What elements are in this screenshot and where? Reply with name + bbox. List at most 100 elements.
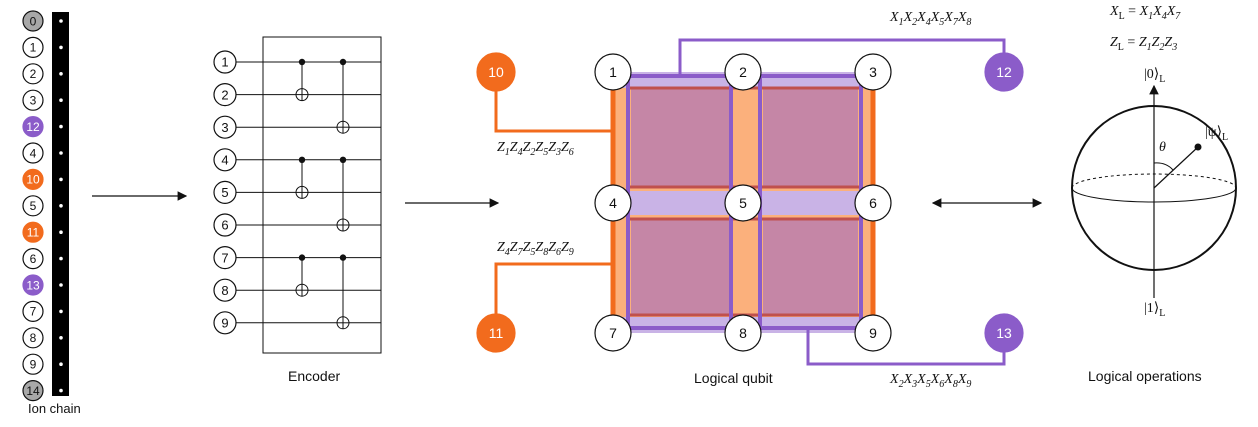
ion-11-text: 11 [27,226,40,240]
ancilla-12: 12 [984,52,1024,92]
ion-8: 8 [22,327,44,349]
stabilizer-z-top: Z1Z4Z2Z5Z3Z6 [497,140,574,158]
ion-10-text: 10 [26,173,40,187]
ion-dot [59,230,63,234]
data-qubit-8-text: 8 [739,325,747,341]
cnot-gate [295,156,309,199]
data-qubit-9-text: 9 [869,325,877,341]
ket-zero-label: |0⟩L [1144,67,1166,85]
data-qubit-5: 5 [724,184,762,222]
logical-x-operator: XL = X1X4X7 [1110,4,1181,22]
ancilla-13-line [806,328,1006,366]
encoder-qubit-7-text: 7 [221,250,228,265]
data-qubit-2-text: 2 [739,64,747,80]
ion-dot [59,388,63,393]
ket-one-label: |1⟩L [1144,301,1166,319]
data-qubit-3: 3 [854,53,892,91]
data-qubit-1: 1 [594,53,632,91]
state-point [1194,143,1202,151]
data-qubit-6-text: 6 [869,195,877,211]
surface-code-lattice [610,72,876,333]
ion-3-text: 3 [30,94,37,108]
encoder-qubit-2: 2 [213,82,237,107]
ancilla-10-text: 10 [488,64,504,80]
ion-1: 1 [22,36,44,59]
encoder-qubit-6: 6 [213,213,237,237]
stabilizer-connections [494,38,1006,366]
ion-2: 2 [22,63,44,85]
ancilla-12-line [678,38,1006,76]
encoder-qubit-3-text: 3 [221,120,228,135]
logical-z-operator: ZL = Z1Z2Z3 [1110,35,1178,53]
ion-10: 10 [22,168,44,190]
logical-operations-label: Logical operations [1088,368,1202,384]
stabilizer-x-top: X1X2X4X5X7X8 [890,10,972,28]
plaquette [631,88,729,187]
cnot-gate [336,156,350,232]
plaquette [763,88,858,187]
ancilla-12-text: 12 [996,64,1012,80]
ancilla-13: 13 [984,313,1024,353]
encoder-qubit-9-text: 9 [221,315,228,330]
ion-strip [52,12,69,396]
ion-dot [59,309,63,314]
ion-5: 5 [22,195,44,217]
plaquette [631,219,729,315]
ion-0: 0 [22,10,44,32]
ion-dot [59,72,63,76]
ion-5-text: 5 [30,199,37,213]
stabilizer-z-bottom: Z4Z7Z5Z8Z6Z9 [497,240,574,258]
ion-0-text: 0 [30,14,37,28]
encoder-label: Encoder [288,368,341,384]
encoder-qubit-8-text: 8 [221,283,228,298]
encoder-qubit-9: 9 [213,311,237,335]
ion-dots [59,19,63,393]
encoder-qubit-1-text: 1 [221,55,228,70]
ion-9-text: 9 [30,358,37,372]
encoder-box [262,36,382,354]
ancilla-13-text: 13 [996,325,1012,341]
cnot-gate [295,58,309,102]
plaquette [763,219,858,315]
data-qubit-6: 6 [854,184,892,222]
encoder-qubit-2-text: 2 [221,87,228,102]
ion-8-text: 8 [30,331,37,345]
ion-7-text: 7 [30,305,37,319]
ion-4-text: 4 [30,146,37,160]
ion-13: 13 [22,274,44,296]
data-qubit-5-text: 5 [739,195,747,211]
ion-dot [59,45,63,50]
ion-dot [59,336,63,340]
ion-14: 14 [22,380,44,402]
data-qubit-2: 2 [724,53,762,91]
encoder-qubit-5-text: 5 [221,185,228,200]
ion-6: 6 [22,248,44,270]
ion-3: 3 [22,89,44,111]
logical-qubit-label: Logical qubit [694,370,773,386]
encoder-qubit-4-text: 4 [221,152,228,167]
ion-dot [59,256,63,261]
ancilla-11-text: 11 [489,325,504,341]
ancilla-10-line [494,90,613,133]
ion-dot [59,177,63,182]
ancilla-11-line [494,262,613,314]
theta-label: θ [1159,140,1166,155]
encoder-qubit-6-text: 6 [221,218,228,233]
ion-dot [59,151,63,155]
ion-14-text: 14 [26,384,40,398]
ion-12: 12 [22,115,44,138]
ion-dot [59,98,63,102]
state-vector [1153,146,1199,189]
encoder-qubit-1: 1 [213,50,237,74]
cnot-gate [336,254,350,330]
ion-9: 9 [22,353,44,375]
cnot-gate [336,58,350,134]
data-qubit-8: 8 [724,314,762,352]
ancilla-10: 10 [476,52,516,92]
data-qubit-1-text: 1 [609,64,617,80]
encoder-qubit-8: 8 [213,278,237,302]
ion-dot [59,362,63,367]
ion-7: 7 [22,300,44,322]
data-qubit-7: 7 [594,314,632,352]
ancilla-11: 11 [476,313,516,353]
